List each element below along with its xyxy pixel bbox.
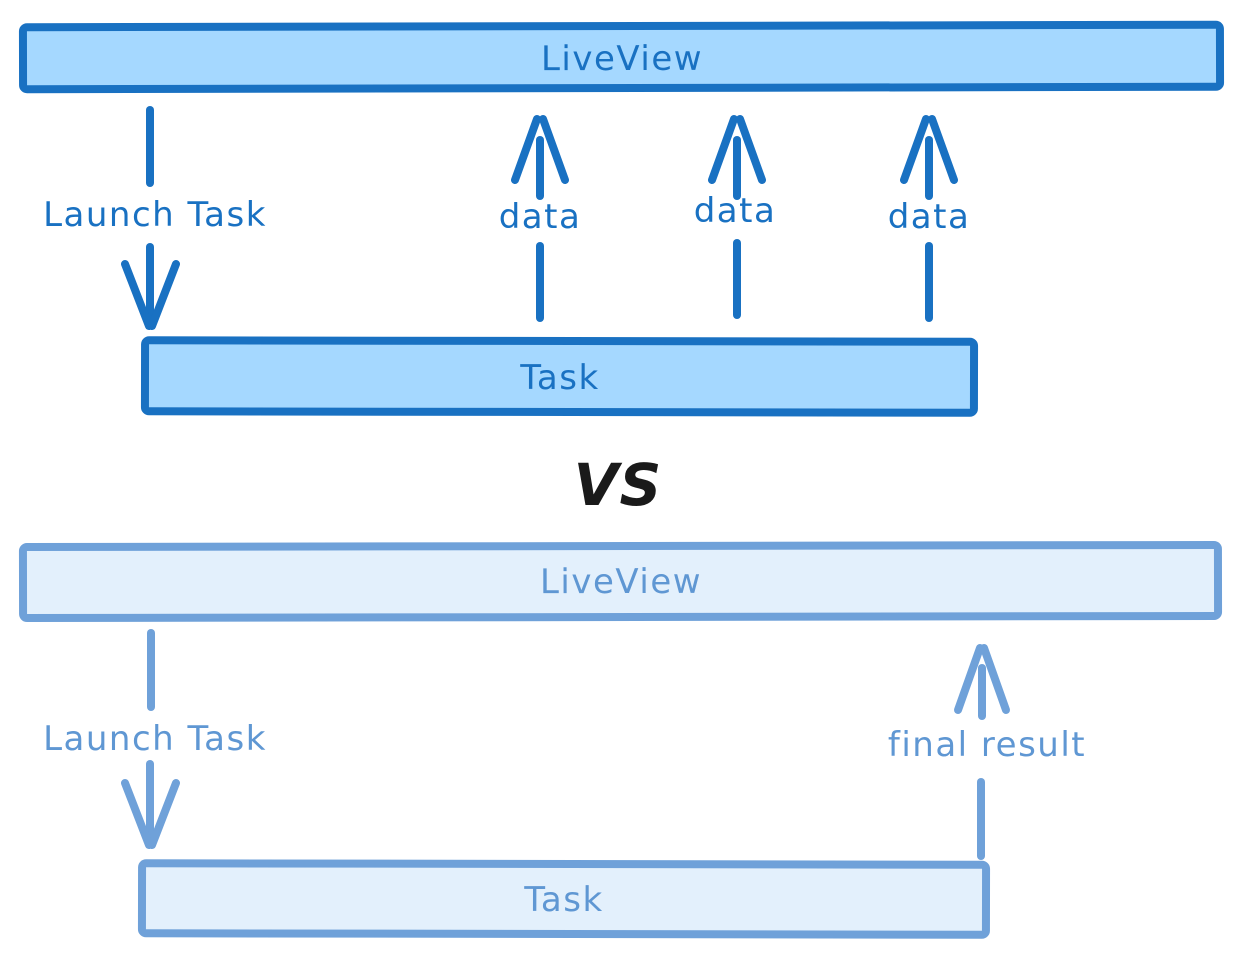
final-result-arrow-label: final result bbox=[888, 725, 1086, 765]
top-liveview-label: LiveView bbox=[541, 39, 703, 79]
data-arrow-3-label: data bbox=[888, 197, 971, 237]
top-data-arrow-1: data bbox=[499, 115, 582, 322]
data-arrow-1-head bbox=[511, 115, 569, 184]
bottom-liveview-box bbox=[18, 540, 1223, 623]
bottom-task-node: Task bbox=[137, 859, 991, 939]
bottom-liveview-node: LiveView bbox=[18, 540, 1223, 623]
final-result-arrow: final result bbox=[888, 644, 1086, 860]
bottom-diagram: LiveView Launch Task final result Task bbox=[18, 540, 1223, 939]
bottom-launch-arrow-head bbox=[121, 779, 180, 849]
top-launch-arrow-label: Launch Task bbox=[43, 195, 267, 235]
top-launch-arrow-head bbox=[121, 260, 180, 330]
bottom-task-label: Task bbox=[523, 880, 603, 920]
data-arrow-2-head bbox=[708, 115, 766, 184]
data-arrow-1-label: data bbox=[499, 197, 582, 237]
top-task-box bbox=[140, 336, 979, 417]
top-launch-task-arrow: Launch Task bbox=[43, 106, 267, 330]
bottom-task-box bbox=[137, 859, 991, 939]
top-liveview-node: LiveView bbox=[18, 20, 1225, 94]
top-task-node: Task bbox=[140, 336, 979, 417]
bottom-launch-task-arrow: Launch Task bbox=[43, 629, 267, 849]
top-liveview-box bbox=[18, 20, 1225, 94]
final-result-arrow-head bbox=[954, 644, 1010, 714]
data-arrow-2-label: data bbox=[694, 191, 777, 231]
top-diagram: LiveView Launch Task data data data bbox=[18, 20, 1225, 417]
data-arrow-3-head bbox=[900, 115, 958, 184]
bottom-launch-arrow-label: Launch Task bbox=[43, 719, 267, 759]
bottom-liveview-label: LiveView bbox=[540, 562, 702, 602]
vs-label: VS bbox=[574, 451, 663, 519]
top-data-arrow-2: data bbox=[694, 115, 777, 319]
top-task-label: Task bbox=[519, 358, 599, 398]
top-data-arrow-3: data bbox=[888, 115, 971, 322]
